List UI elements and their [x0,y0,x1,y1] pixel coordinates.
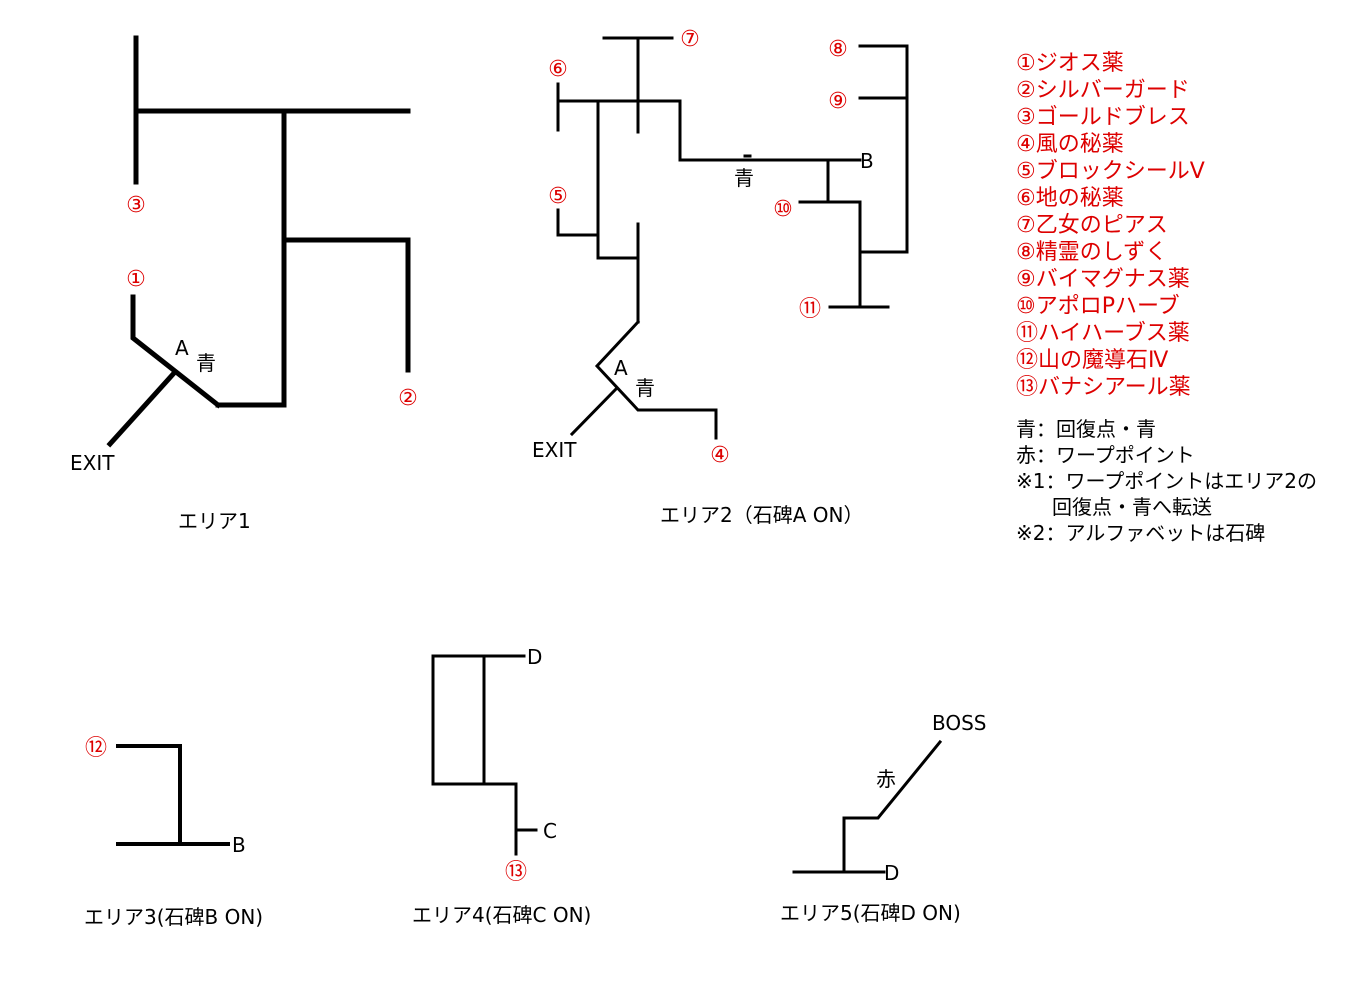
item-marker-13: ⑬ [505,860,527,885]
legend-item: ⑩アポロPハーブ [1016,294,1180,319]
item-marker-3: ③ [126,193,146,218]
item-marker-7: ⑦ [680,27,700,52]
item-marker-5: ⑤ [548,184,568,209]
area4-path [431,654,486,786]
item-marker-11: ⑪ [799,297,821,322]
stone-tablet-label: A [614,356,628,380]
exit-label: EXIT [532,438,577,462]
legend-item: ⑬バナシアール薬 [1016,375,1191,400]
item-marker-4: ④ [710,443,730,468]
stone-tablet-label: B [232,833,246,857]
stone-tablet-label: D [527,645,542,669]
recovery-point-label: 青 [734,166,754,190]
warp-point-label: 赤 [876,767,896,791]
legend-note: ※2：アルファベットは石碑 [1016,521,1265,545]
legend-item: ⑧精霊のしずく [1016,240,1167,265]
stone-tablet-label: C [543,819,557,843]
area1-path [281,237,411,373]
legend-item: ④風の秘薬 [1016,132,1124,157]
legend-item: ⑤ブロックシールV [1016,159,1205,184]
recovery-point-label: 青 [635,376,655,400]
stone-tablet-label: A [175,336,189,360]
area-4 [431,654,538,856]
legend-note: ※1：ワープポイントはエリア2の [1016,469,1317,493]
legend-item: ②シルバーガード [1016,78,1190,103]
area2-path [678,99,862,162]
area2-path [798,200,862,309]
item-marker-9: ⑨ [828,89,848,114]
stone-tablet-label: B [860,149,874,173]
legend-note: 回復点・青へ転送 [1052,495,1212,519]
legend-item: ③ゴールドブレス [1016,105,1190,130]
item-legend: ①ジオス薬 ②シルバーガード ③ゴールドブレス ④風の秘薬 ⑤ブロックシールV … [1016,51,1205,400]
area2-path [858,44,909,254]
area-3 [116,744,230,846]
legend-item: ⑥地の秘薬 [1016,186,1124,211]
area-caption: エリア3(石碑B ON) [84,905,263,929]
area-caption: エリア4(石碑C ON) [412,903,591,927]
area4-path [482,782,518,856]
stone-tablet-label: D [884,861,899,885]
boss-label: BOSS [932,711,987,735]
item-marker-12: ⑫ [85,736,107,761]
area2-path [594,319,718,440]
item-marker-1: ① [126,267,146,292]
legend-item: ⑪ハイハーブス薬 [1016,321,1190,346]
legend-notes: 青：回復点・青 赤：ワープポイント ※1：ワープポイントはエリア2の 回復点・青… [1016,417,1317,545]
legend-item: ⑨バイマグナス薬 [1016,267,1190,292]
area1-path [130,294,222,409]
item-marker-10: ⑩ [773,197,793,222]
area3-path [116,744,182,846]
item-marker-8: ⑧ [828,37,848,62]
legend-item: ⑦乙女のピアス [1016,213,1168,238]
area-2 [556,36,909,440]
recovery-point-label: 青 [196,351,216,375]
legend-item: ①ジオス薬 [1016,51,1124,76]
legend-item: ⑫山の魔導石Ⅳ [1016,348,1169,373]
area2-path [569,385,620,437]
area-caption: エリア2（石碑A ON） [660,503,863,527]
area2-path [556,208,600,237]
legend-note: 赤：ワープポイント [1016,443,1195,467]
area1-path [106,368,179,448]
item-marker-2: ② [398,386,418,411]
area-caption: エリア5(石碑D ON) [780,901,961,925]
exit-label: EXIT [70,451,115,475]
area-caption: エリア1 [178,509,251,533]
legend-note: 青：回復点・青 [1016,417,1156,441]
area-5 [792,739,943,874]
item-marker-6: ⑥ [548,57,568,82]
area-1 [106,35,411,448]
area5-path [842,739,943,874]
